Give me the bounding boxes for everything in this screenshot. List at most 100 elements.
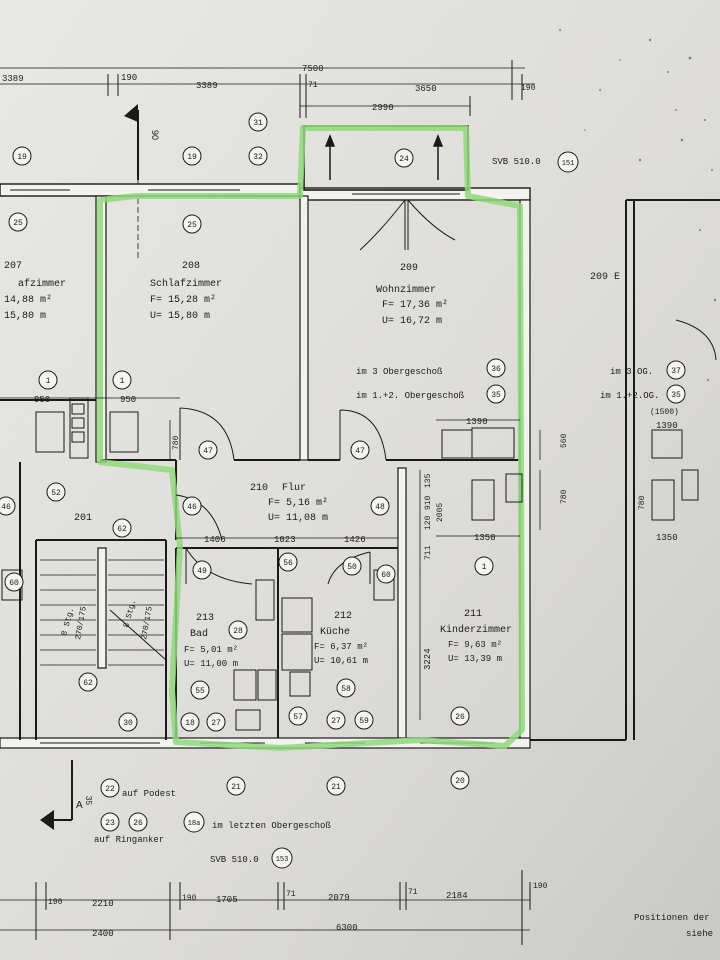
position-bubble: 37 (666, 360, 686, 380)
room-213-area: F= 5,01 m² (184, 645, 238, 655)
position-bubble: 27 (326, 710, 346, 730)
note-storey-12: im 1.+2. Obergeschoß (356, 391, 465, 401)
bubble-label: 35 (671, 391, 681, 400)
dim-780-right: 780 (560, 489, 569, 504)
position-bubble: 55 (190, 680, 210, 700)
bubble-label: 19 (17, 153, 27, 162)
bubble-label: 56 (283, 559, 293, 568)
bubble-label: 48 (375, 503, 385, 512)
dim-1705: 1705 (216, 895, 238, 905)
bubble-circle (326, 776, 346, 796)
position-bubble: 52 (46, 482, 66, 502)
room-209: 209 Wohnzimmer F= 17,36 m² U= 16,72 m (376, 263, 448, 327)
room-209-id: 209 (400, 263, 418, 274)
bubble-label: 26 (455, 713, 465, 722)
position-bubble: 24 (394, 148, 414, 168)
position-bubble: 35 (486, 384, 506, 404)
dim-71-c: 71 (408, 888, 418, 897)
position-bubble: 57 (288, 706, 308, 726)
bubble-label: 1 (46, 377, 51, 386)
position-bubble: 46 (0, 496, 16, 516)
bubble-circle (226, 776, 246, 796)
position-bubble: 23 (100, 812, 120, 832)
room-211-area: F= 9,63 m² (448, 640, 502, 650)
note-positions-1: Positionen der (634, 913, 710, 923)
dim-560: 560 (560, 433, 569, 448)
room-209-perimeter: U= 16,72 m (382, 316, 442, 327)
room-208-id: 208 (182, 261, 200, 272)
bubble-label: 22 (105, 785, 115, 794)
note-section-bottom: A (76, 800, 83, 811)
bubble-circle (666, 360, 686, 380)
bubble-label: 35 (491, 391, 501, 400)
bubble-label: 46 (1, 503, 11, 512)
position-bubble: 60 (376, 564, 396, 584)
bubble-circle (46, 482, 66, 502)
note-storey-3-right: im 3.OG. (610, 367, 653, 377)
position-bubble: 19 (12, 146, 32, 166)
note-storey-3: im 3 Obergeschoß (356, 367, 443, 377)
section-marker-top: 90 (124, 104, 160, 260)
bubble-circle (248, 146, 268, 166)
bubble-label: 58 (341, 685, 351, 694)
room-211: 211 Kinderzimmer F= 9,63 m² U= 13,39 m (440, 609, 512, 664)
dim-71: 71 (308, 81, 318, 90)
room-210-id: 210 (250, 483, 268, 494)
bubble-label: 26 (133, 819, 143, 828)
bubble-label: 20 (455, 777, 465, 786)
dim-71-b: 71 (286, 890, 296, 899)
room-212-id: 212 (334, 611, 352, 622)
bubble-circle (190, 680, 210, 700)
bubble-circle (100, 812, 120, 832)
position-bubble: 18 (180, 712, 200, 732)
room-210-area: F= 5,16 m² (268, 498, 328, 509)
position-bubble: 47 (198, 440, 218, 460)
position-bubble: 21 (226, 776, 246, 796)
dim-190-c: 190 (48, 898, 63, 907)
bubble-label: 57 (293, 713, 303, 722)
dim-2005: 2005 (436, 503, 445, 522)
dim-1406: 1406 (204, 535, 226, 545)
bubble-circle (350, 440, 370, 460)
bubble-label: 62 (83, 679, 93, 688)
bubble-label: 36 (491, 365, 501, 374)
right-edge-speckle (559, 29, 717, 381)
room-212-area: F= 6,37 m² (314, 642, 368, 652)
bubble-circle (182, 214, 202, 234)
dim-3389-left: 3389 (2, 74, 24, 84)
bubble-circle (12, 146, 32, 166)
dim-190-e: 190 (533, 882, 548, 891)
dim-950-b: 950 (120, 395, 136, 405)
dim-780-left: 780 (172, 435, 181, 450)
dim-910: 910 (424, 495, 433, 510)
room-211-id: 211 (464, 609, 482, 620)
bubble-label: 46 (187, 503, 197, 512)
bubble-circle (206, 712, 226, 732)
dim-135: 135 (424, 473, 433, 488)
dim-190-d: 190 (182, 894, 197, 903)
room-207: 207 afzimmer 14,88 m² 15,80 m (4, 261, 66, 322)
bubble-circle (228, 620, 248, 640)
room-207-area: 14,88 m² (4, 295, 52, 306)
dim-7500: 7500 (302, 64, 324, 74)
position-bubble: 58 (336, 678, 356, 698)
position-bubble: 50 (342, 556, 362, 576)
dim-6300: 6300 (336, 923, 358, 933)
position-bubble: 19 (182, 146, 202, 166)
bubble-circle (370, 496, 390, 516)
note-svb-bottom: SVB 510.0 (210, 855, 259, 865)
note-storey-12-right: im 1.+2.OG. (600, 391, 659, 401)
room-212: 212 Küche F= 6,37 m² U= 10,61 m (314, 611, 368, 666)
position-bubble: 32 (248, 146, 268, 166)
room-207-name: afzimmer (18, 278, 66, 290)
note-ringanker: auf Ringanker (94, 835, 164, 845)
bubble-label: 49 (197, 567, 207, 576)
position-bubble: 22 (100, 778, 120, 798)
position-bubble: 25 (8, 212, 28, 232)
position-bubble: 62 (78, 672, 98, 692)
position-bubble: 1 (474, 556, 494, 576)
bubble-circle (183, 811, 205, 833)
bubble-label: 59 (359, 717, 369, 726)
position-bubble: 1 (38, 370, 58, 390)
